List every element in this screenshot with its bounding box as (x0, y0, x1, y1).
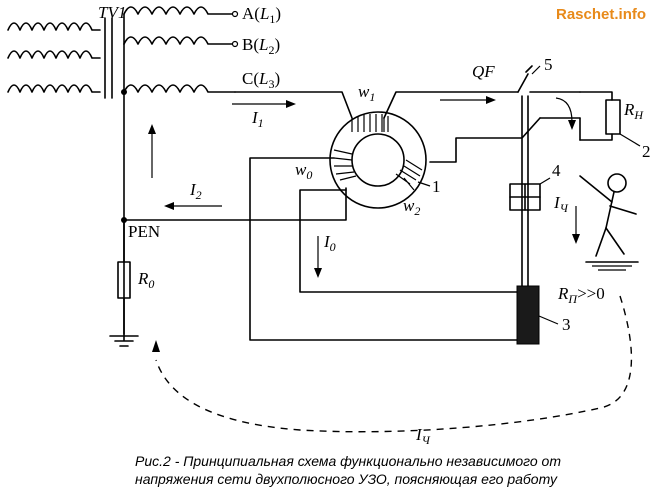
person-icon (579, 173, 637, 257)
trip-relay (516, 285, 540, 345)
ground-right-icon (585, 261, 639, 271)
phase-line (234, 91, 353, 119)
test-button-callout (539, 177, 551, 185)
load-current-arrow (440, 96, 496, 104)
phase-a-label: A(L1) (242, 4, 281, 26)
caption-line-1: Рис.2 - Принципиальная схема функциональ… (135, 453, 561, 469)
phase-b-label: B(L2) (242, 35, 280, 57)
svg-text:A(L1): A(L1) (242, 4, 281, 26)
qf-label: QF (472, 62, 495, 81)
load-resistor (579, 91, 621, 141)
i2-arrow: I2 (164, 180, 222, 210)
qf-switch (517, 65, 581, 119)
svg-text:B(L2): B(L2) (242, 35, 280, 57)
w0-label: w0 (295, 160, 312, 182)
test-button-number: 4 (552, 161, 561, 180)
i0-arrow: I0 (314, 232, 336, 278)
r0-label: R0 (137, 269, 154, 291)
svg-text:IЧ: IЧ (553, 193, 569, 215)
leakage-arrowhead (152, 340, 160, 352)
leakage-path (155, 295, 633, 433)
pen-label: PEN (128, 222, 160, 241)
svg-text:I1: I1 (251, 108, 264, 130)
load-label: RН (623, 100, 644, 122)
transformer-primary-coils (7, 22, 101, 93)
linkage-rod (521, 95, 529, 287)
qf-number: 5 (544, 55, 553, 74)
ground-left-icon (109, 335, 139, 347)
pen-conductor (123, 187, 347, 221)
transformer-secondary-coils (123, 6, 239, 341)
transformer-core (104, 17, 113, 99)
ich-right-arrow: IЧ (553, 193, 580, 244)
toroid-core (329, 111, 427, 209)
w2-relay-wire (299, 189, 519, 293)
tv1-label: TV1 (98, 3, 126, 22)
load-number: 2 (642, 142, 651, 161)
phase-line-out (383, 91, 519, 119)
caption-line-2: напряжения сети двухполюсного УЗО, поясн… (135, 471, 558, 487)
rp-label: RП>>0 (557, 284, 605, 306)
w0-test-loop (249, 157, 519, 341)
i1-arrow: I1 (232, 100, 296, 130)
ich-bottom-label: IЧ (415, 425, 431, 447)
relay-number: 3 (562, 315, 571, 334)
toroid-number: 1 (432, 177, 441, 196)
load-loop-arrow (555, 97, 576, 130)
load-callout (619, 133, 641, 147)
svg-text:I0: I0 (323, 232, 336, 254)
phase-c-label: C(L3) (242, 69, 280, 91)
toroid-callout (417, 181, 431, 187)
w1-label: w1 (358, 82, 375, 104)
svg-text:I2: I2 (189, 180, 202, 202)
r0-resistor (117, 219, 131, 335)
neutral-up-arrow (148, 124, 156, 178)
qf-callout (531, 65, 541, 75)
neutral-return (429, 117, 541, 163)
relay-callout (538, 315, 559, 325)
test-button (509, 183, 541, 211)
svg-text:C(L3): C(L3) (242, 69, 280, 91)
brand-label: Raschet.info (556, 6, 646, 23)
w2-label: w2 (403, 196, 420, 218)
